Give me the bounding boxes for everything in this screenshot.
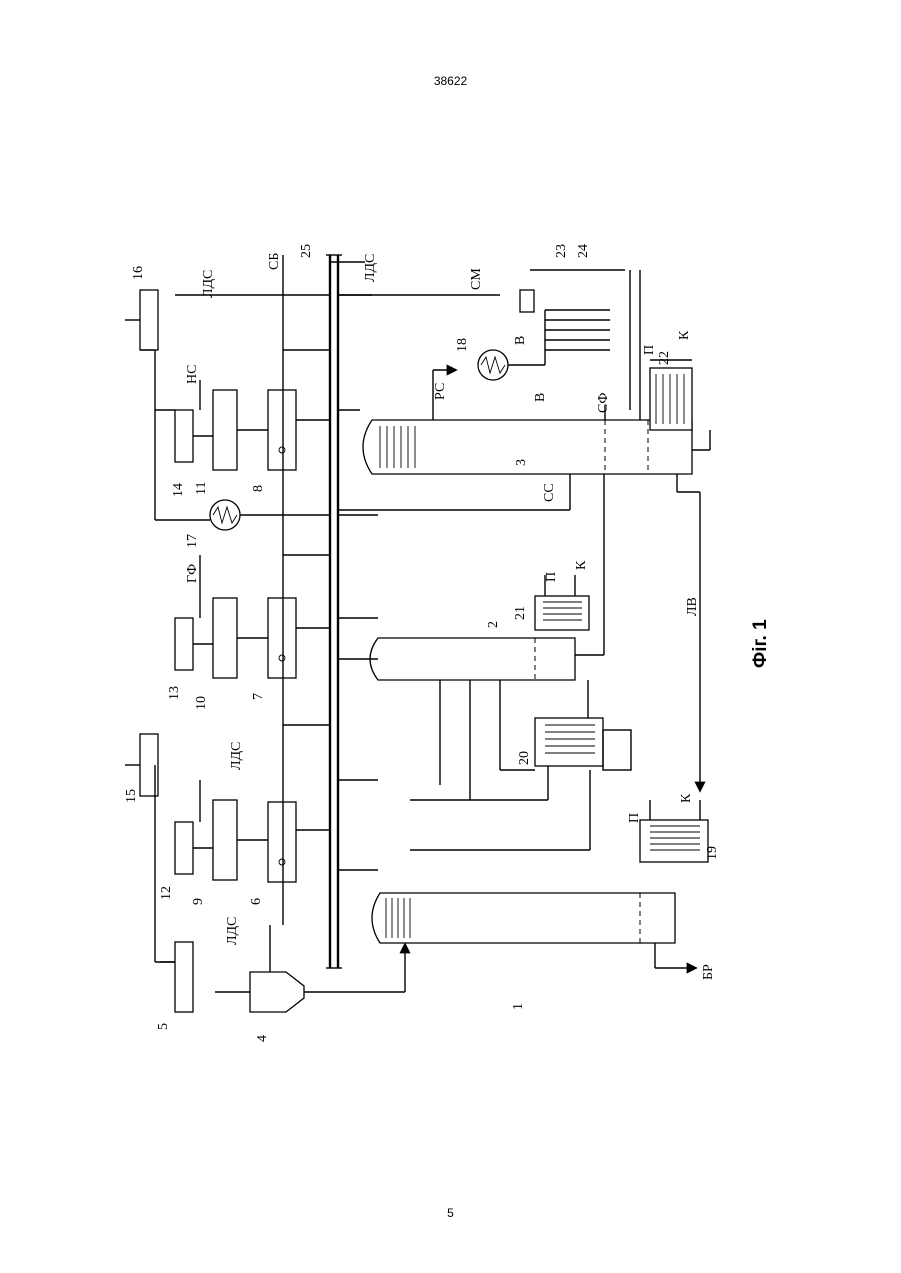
column-2 [338,638,575,680]
stream-label-ns: НС [185,365,200,384]
stream-label-k19: К [679,793,694,803]
unit-15 [125,734,158,796]
equipment-number-11: 11 [194,482,209,495]
equipment-number-19: 19 [705,846,720,860]
equipment-number-13: 13 [167,686,182,700]
heater-8 [268,390,330,470]
equipment-number-20: 20 [517,751,532,765]
equipment-number-7: 7 [251,693,266,700]
stream-label-lds-mid: ЛДС [229,742,244,770]
equipment-number-9: 9 [191,898,206,905]
stream-label-gf: ГФ [185,564,200,583]
stream-label-lds-bottom: ЛДС [225,917,240,945]
equipment-number-3: 3 [514,459,529,466]
equipment-number-10: 10 [194,696,209,710]
equipment-number-4: 4 [255,1035,270,1042]
equipment-number-14: 14 [171,483,186,497]
stream-label-v2: В [513,336,528,345]
equipment-number-18: 18 [455,338,470,352]
unit-5 [160,942,193,1012]
unit-16 [125,290,158,350]
stream-label-ss: СС [542,483,557,502]
equipment-number-6: 6 [249,898,264,905]
heater-6 [268,802,330,882]
stream-label-rs: РС [433,383,448,400]
equipment-number-22: 22 [657,351,672,365]
stream-label-br: БР [701,964,716,980]
stream-label-p19: П [627,813,642,823]
stream-label-sb: СБ [267,253,282,270]
column-1 [372,893,695,968]
figure-caption: Фіг. 1 [750,619,771,668]
stream-label-v1: В [533,393,548,402]
equipment-number-12: 12 [159,886,174,900]
collector-header [326,255,342,968]
unit-12 [175,822,213,874]
equipment-number-24: 24 [576,244,591,258]
stream-labels: ЛДС СБ ЛДС СМ НС РС ГФ ЛДС ЛДС СС СФ ЛВ … [185,253,716,980]
unit-13 [175,618,213,670]
equipment-number-23: 23 [554,244,569,258]
reboiler-21 [535,575,589,630]
exchanger-9 [213,800,268,880]
equipment-number-21: 21 [513,606,528,620]
equipment-number-15: 15 [124,789,139,803]
stream-label-sm: СМ [469,268,484,290]
equipment-number-17: 17 [185,534,200,548]
stream-label-k22: К [677,330,692,340]
equipment-number-2: 2 [486,621,501,628]
equipment-number-1: 1 [511,1003,526,1010]
reboiler-19 [640,800,708,862]
stream-label-k21: К [574,560,589,570]
equipment-number-16: 16 [131,266,146,280]
unit-14 [175,410,213,462]
stream-label-lv: ЛВ [685,597,700,616]
stream-label-lds-header: ЛДС [363,254,378,282]
exchanger-10 [213,598,268,678]
stream-label-p21: П [544,572,559,582]
reboiler-20 [535,718,631,770]
stream-label-p22: П [642,345,657,355]
exchanger-11 [213,390,268,470]
page-number: 5 [0,1206,901,1220]
reboiler-22 [650,360,692,430]
heater-7 [268,598,330,678]
stream-label-sf: СФ [596,393,611,413]
stream-label-lds-top: ЛДС [201,270,216,298]
equipment-number-25: 25 [299,244,314,258]
cooler-18 [478,350,545,380]
units-23-24 [520,270,625,350]
cooler-17 [210,500,330,530]
equipment-number-5: 5 [156,1023,171,1030]
equipment-number-8: 8 [251,485,266,492]
